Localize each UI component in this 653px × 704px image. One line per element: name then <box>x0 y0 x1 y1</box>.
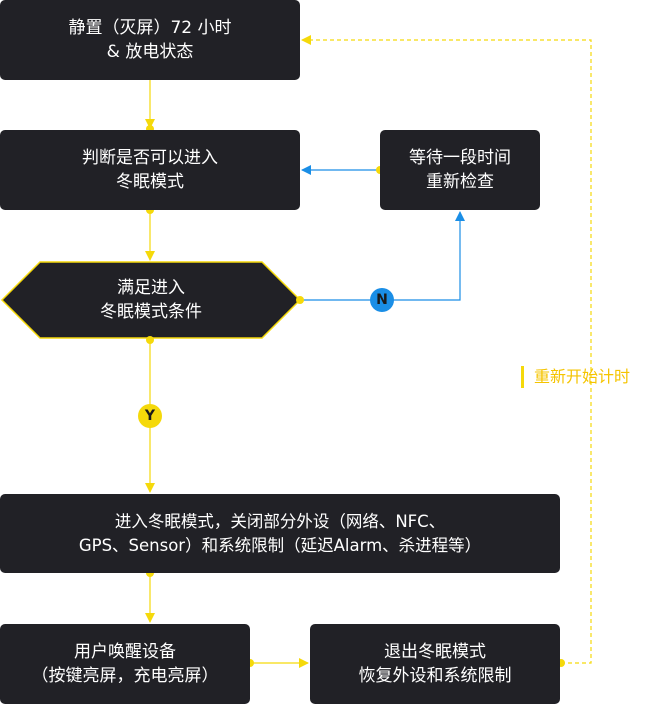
arrow-condition-to-wait <box>300 211 465 301</box>
no-badge: N <box>370 288 394 312</box>
node-enter-line1: 进入冬眠模式，关闭部分外设（网络、NFC、 <box>114 511 446 531</box>
node-enter-hibernation: 进入冬眠模式，关闭部分外设（网络、NFC、 GPS、Sensor）和系统限制（延… <box>0 494 560 573</box>
node-wait: 等待一段时间 重新检查 <box>380 130 540 210</box>
node-judge: 判断是否可以进入 冬眠模式 <box>0 130 300 210</box>
node-standby: 静置（灭屏）72 小时 & 放电状态 <box>0 0 300 80</box>
node-condition-line1: 满足进入 <box>117 278 185 298</box>
node-wake-line1: 用户唤醒设备 <box>74 642 176 662</box>
node-exit-line1: 退出冬眠模式 <box>384 642 486 662</box>
node-exit-line2: 恢复外设和系统限制 <box>358 666 512 686</box>
dashed-loop-exit-to-standby <box>301 35 592 664</box>
node-wait-line2: 重新检查 <box>426 172 494 192</box>
node-enter-line2: GPS、Sensor）和系统限制（延迟Alarm、杀进程等） <box>78 535 482 555</box>
node-wait-line1: 等待一段时间 <box>409 148 511 168</box>
yes-badge: Y <box>138 404 162 428</box>
node-standby-line1: 静置（灭屏）72 小时 <box>68 18 232 38</box>
node-condition: 满足进入 冬眠模式条件 <box>2 262 300 338</box>
node-judge-line1: 判断是否可以进入 <box>82 148 218 168</box>
node-condition-line2: 冬眠模式条件 <box>100 302 202 322</box>
node-wake-line2: （按键亮屏，充电亮屏） <box>31 666 219 686</box>
node-exit-hibernation: 退出冬眠模式 恢复外设和系统限制 <box>310 624 560 704</box>
node-judge-line2: 冬眠模式 <box>116 172 184 192</box>
restart-timer-label: 重新开始计时 <box>521 366 630 388</box>
node-standby-line2: & 放电状态 <box>106 42 194 62</box>
node-user-wake: 用户唤醒设备 （按键亮屏，充电亮屏） <box>0 624 250 704</box>
